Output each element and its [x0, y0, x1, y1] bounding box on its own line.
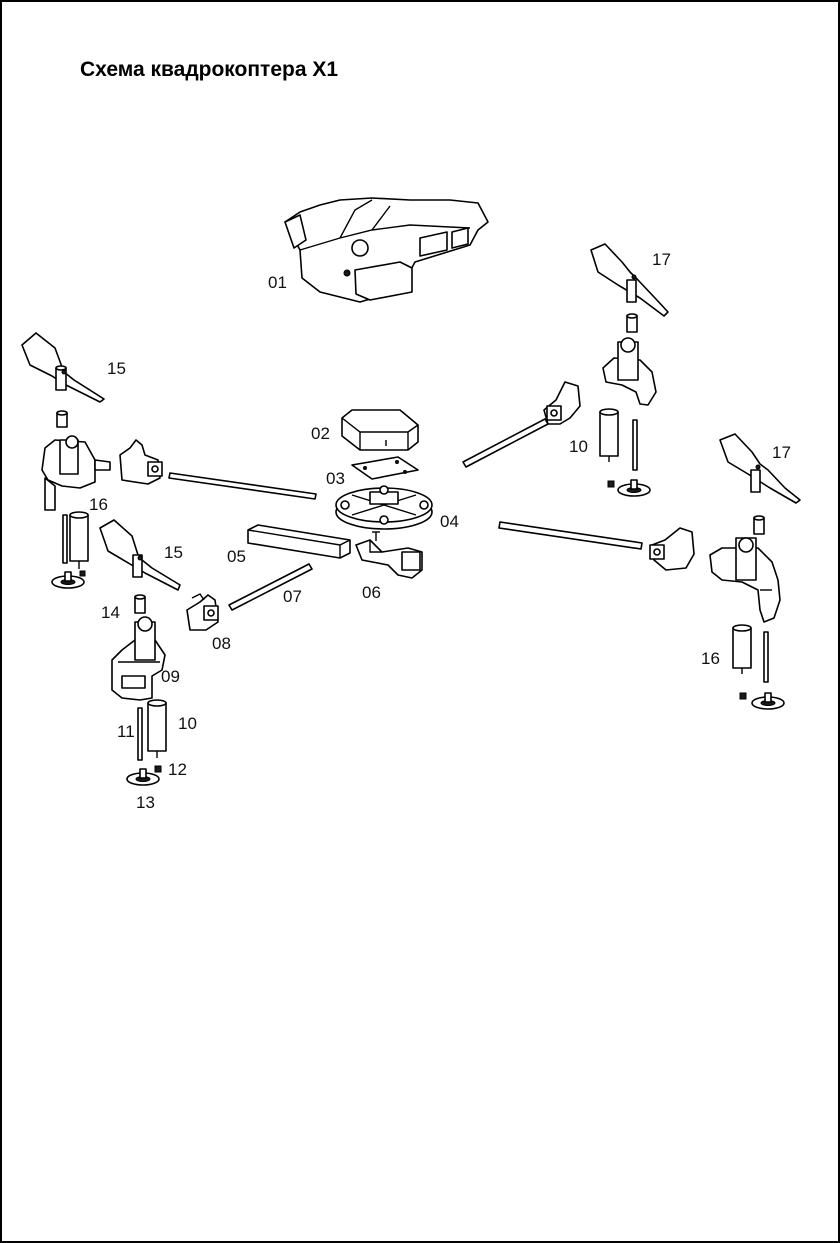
- label-06: 06: [362, 583, 381, 602]
- part-04-base-plate: [335, 485, 433, 530]
- part-15-propeller-left: [21, 332, 105, 403]
- part-09-gearbox-frame: [111, 616, 166, 701]
- motor-mount-right-top: [543, 381, 581, 425]
- part-17-propeller-right: [719, 433, 801, 504]
- shaft-right: [763, 631, 769, 683]
- label-01: 01: [268, 273, 287, 292]
- label-05: 05: [227, 547, 246, 566]
- gear-right-top: [607, 479, 651, 497]
- part-14-pinion: [134, 594, 146, 614]
- part-03-board: [351, 456, 419, 480]
- motor-mount-left: [119, 439, 163, 485]
- label-14: 14: [101, 603, 120, 622]
- part-16-motor-right: [732, 624, 752, 674]
- rod-right-top: [462, 418, 549, 468]
- shaft-right-top: [632, 419, 638, 471]
- label-12: 12: [168, 760, 187, 779]
- label-08: 08: [212, 634, 231, 653]
- part-13-main-gear: [126, 768, 160, 786]
- part-12-small-gear: [154, 765, 162, 773]
- gearbox-frame-left: [41, 435, 111, 511]
- gearbox-frame-right-top: [602, 337, 657, 406]
- part-07-rod: [228, 563, 313, 611]
- label-10-front-left: 10: [178, 714, 197, 733]
- diagram-title: Схема квадрокоптера X1: [80, 58, 339, 81]
- part-02-cover: [341, 409, 419, 451]
- label-03: 03: [326, 469, 345, 488]
- label-09: 09: [161, 667, 180, 686]
- label-10-top-right: 10: [569, 437, 588, 456]
- label-02: 02: [311, 424, 330, 443]
- part-06-connector-frame: [355, 531, 423, 579]
- part-16-motor-left: [69, 511, 89, 569]
- part-10-motor-top-right: [599, 408, 619, 462]
- label-04: 04: [440, 512, 459, 531]
- part-05-battery: [247, 524, 351, 559]
- rod-left: [168, 472, 317, 500]
- part-11-shaft: [137, 707, 143, 761]
- label-07: 07: [283, 587, 302, 606]
- label-16-left: 16: [89, 495, 108, 514]
- label-15-front-left: 15: [164, 543, 183, 562]
- label-15-left: 15: [107, 359, 126, 378]
- pinion-right: [753, 515, 765, 535]
- pinion-left: [56, 410, 68, 428]
- label-16-right: 16: [701, 649, 720, 668]
- part-17-propeller-top-right: [590, 243, 669, 317]
- part-08-motor-mount: [186, 593, 219, 631]
- part-10-motor-front-left: [147, 699, 167, 758]
- gear-right: [739, 692, 785, 710]
- label-11: 11: [117, 722, 135, 741]
- gear-left: [51, 570, 86, 589]
- rod-right: [498, 521, 643, 550]
- shaft-left: [62, 514, 68, 564]
- motor-mount-right: [649, 527, 695, 571]
- label-17-right: 17: [772, 443, 791, 462]
- label-13: 13: [136, 793, 155, 812]
- gearbox-frame-right: [709, 537, 781, 623]
- pinion-right-top: [626, 313, 638, 333]
- label-17-top-right: 17: [652, 250, 671, 269]
- part-01-body-shell: [284, 197, 489, 303]
- part-15-propeller-front-left: [99, 519, 181, 591]
